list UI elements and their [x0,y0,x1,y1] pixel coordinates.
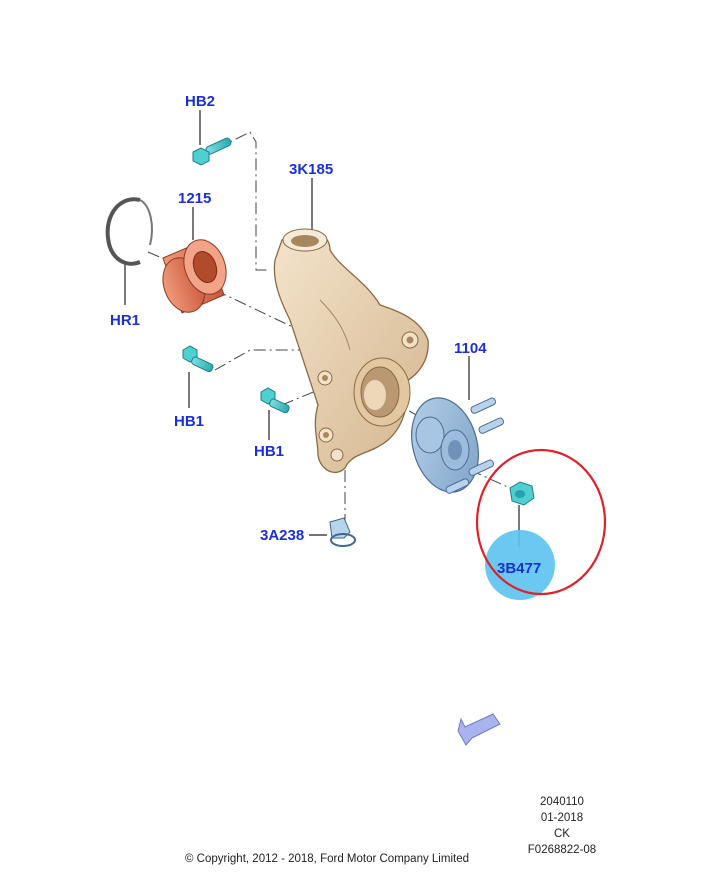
retaining-ring-hr1 [105,197,153,266]
label-hb1-left: HB1 [174,413,204,430]
info-line-3: CK [554,828,570,840]
highlight-circle [475,448,607,596]
label-3a238: 3A238 [260,527,304,544]
hub-nut-3b477 [509,481,535,506]
wheel-hub-1104 [411,397,505,494]
bolt-hb1-left [182,345,214,373]
label-1215: 1215 [178,190,211,207]
label-3k185: 3K185 [289,161,333,178]
info-block: 2040110 01-2018 CK F0268822-08 [528,796,596,856]
wheel-bearing-1215 [162,239,227,314]
label-3b477: 3B477 [497,560,541,577]
bolt-hb2 [192,137,232,166]
highlight-fill [485,530,555,600]
info-line-4: F0268822-08 [528,844,596,856]
label-1104: 1104 [454,340,487,357]
label-hb1-right: HB1 [254,443,284,460]
copyright-text: © Copyright, 2012 - 2018, Ford Motor Com… [185,853,469,865]
bolt-hb1-right [260,387,290,414]
info-line-1: 2040110 [540,796,584,808]
label-hb2: HB2 [185,93,215,110]
bracket-3a238 [329,517,356,547]
steering-knuckle-3k185 [273,228,429,473]
label-hr1: HR1 [110,312,140,329]
info-line-2: 01-2018 [541,812,583,824]
direction-arrow-icon [457,713,501,746]
